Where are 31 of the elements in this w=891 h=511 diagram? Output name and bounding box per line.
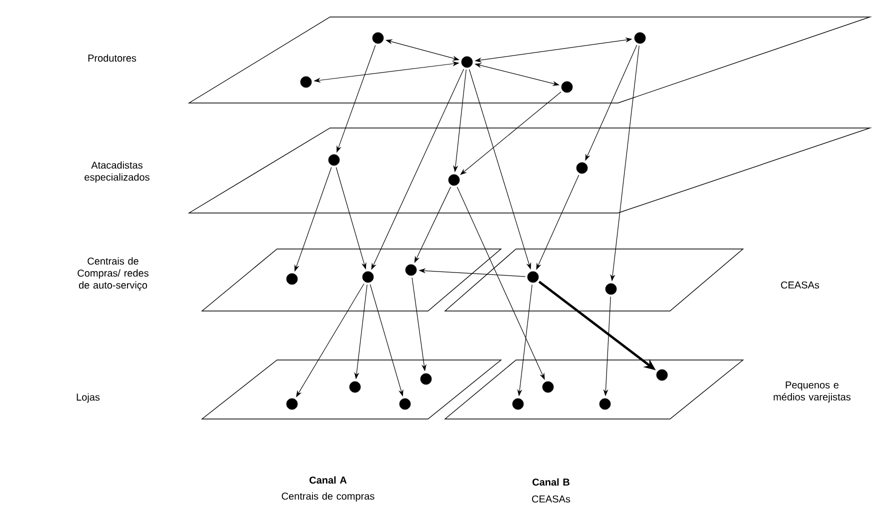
dot — [405, 264, 417, 276]
dot — [634, 32, 646, 44]
dot — [349, 381, 361, 393]
dot — [542, 381, 554, 393]
dot — [561, 81, 573, 93]
layer-label: Centrais de Compras/ redes de auto-serviço — [78, 257, 148, 291]
channel-subtitle: CEASAs — [532, 495, 570, 503]
dot — [605, 283, 617, 295]
layer-label: Produtores — [88, 54, 136, 62]
dot — [599, 398, 611, 410]
dot — [286, 273, 298, 285]
dot — [362, 271, 374, 283]
dot — [656, 369, 668, 381]
layer-label: CEASAs — [781, 281, 820, 289]
dot — [300, 76, 312, 88]
dot — [286, 398, 298, 410]
dot — [461, 56, 473, 68]
dot — [512, 398, 524, 410]
channel-title: Canal A — [310, 476, 347, 484]
dot — [328, 154, 340, 166]
dot — [372, 32, 384, 44]
dot — [399, 398, 411, 410]
channel-subtitle: Centrais de compras — [282, 492, 374, 502]
dot — [448, 174, 460, 186]
dot — [576, 162, 588, 174]
layer-label: Pequenos e médios varejistas — [774, 382, 851, 402]
layer-label: Atacadistas especializados — [84, 161, 150, 183]
dot — [527, 271, 539, 283]
layer-label: Lojas — [76, 393, 100, 403]
channel-title: Canal B — [532, 478, 570, 486]
dot — [420, 373, 432, 385]
